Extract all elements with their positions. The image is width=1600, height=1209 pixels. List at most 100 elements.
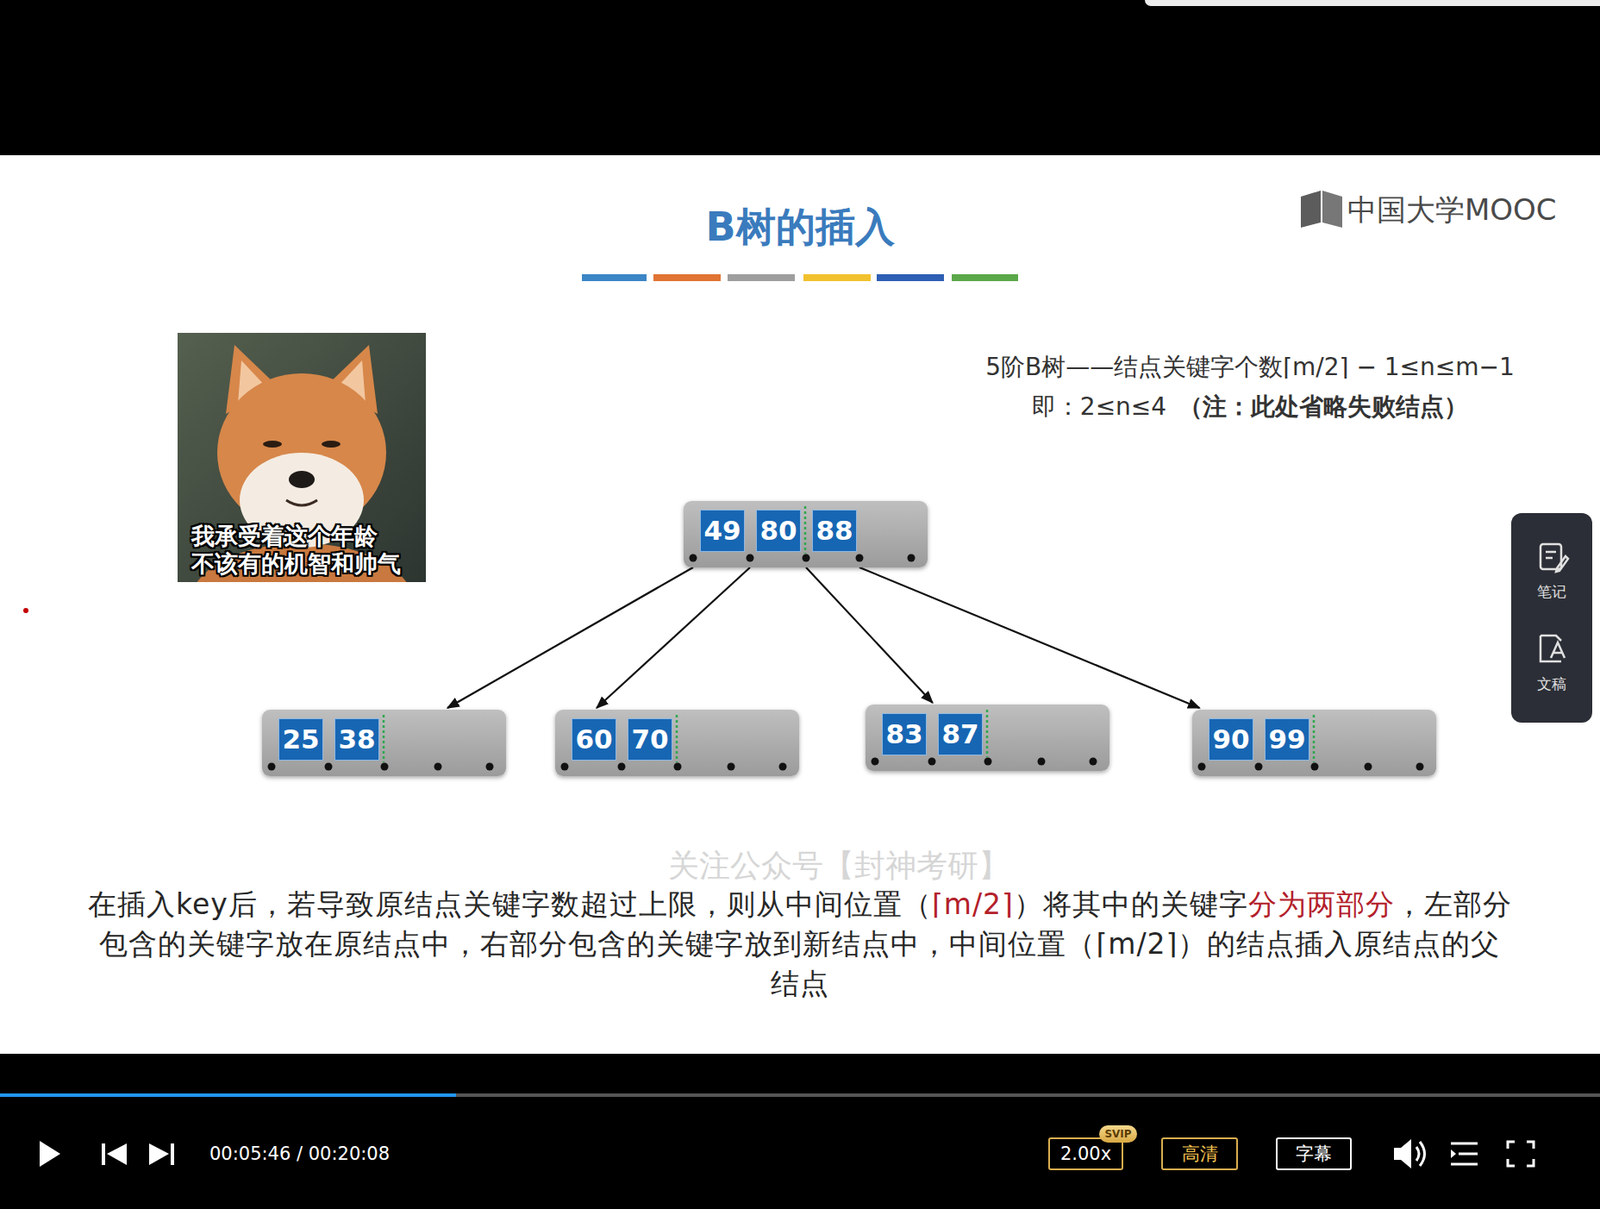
pointer-dot: [746, 554, 755, 563]
speaker: [1393, 1138, 1412, 1169]
watermark: 关注公众号【封神考研】: [668, 848, 1010, 883]
split-marker: [675, 714, 679, 763]
corner: [1507, 1141, 1515, 1149]
rule-line: 即：2≤n≤4（注：此处省略失败结点）: [913, 387, 1587, 427]
color-bar: [951, 274, 1019, 282]
key-cell: 87: [937, 712, 983, 756]
badge-text: SVIP: [1099, 1125, 1138, 1143]
rule-line: 5阶B树——结点关键字个数⌈m/2⌉ − 1≤n≤m−1: [913, 347, 1587, 388]
fullscreen-icon: [1507, 1141, 1534, 1166]
key-cell: 83: [881, 712, 927, 756]
list-line: [1458, 1152, 1478, 1156]
child-pointer-arrow: [596, 567, 750, 708]
btree-leaf-node: 6070: [555, 709, 800, 776]
split-marker: [986, 709, 989, 757]
key-cell: 99: [1264, 718, 1310, 761]
child-pointer-arrow: [806, 567, 933, 703]
pointer-dot: [1311, 762, 1319, 771]
pointer-dot: [1037, 757, 1046, 766]
key-cell: 25: [278, 718, 324, 761]
btree-leaf-node: 8387: [865, 704, 1110, 771]
pointer-dot: [381, 762, 389, 771]
top-overlay-strip: [1144, 0, 1600, 7]
icon-line: [1545, 550, 1557, 554]
meme-caption: 不该有的机智和帅气: [191, 550, 401, 578]
pointer-dot: [871, 757, 880, 766]
pointer-dot: [1089, 757, 1098, 766]
pointer-dot: [689, 554, 698, 563]
icon-pencil: [1556, 556, 1569, 572]
button-text: 2.00x: [1060, 1138, 1112, 1169]
note-icon: [1540, 543, 1569, 572]
panel-label: 文稿: [1511, 670, 1593, 697]
list-marker: [1450, 1149, 1457, 1158]
pointer-dot: [268, 762, 276, 771]
brand-logo-text: 中国大学MOOC: [1347, 191, 1557, 228]
meme-caption: 我承受着这个年龄: [191, 522, 378, 550]
logo-leaf: [1300, 190, 1321, 228]
color-bar: [581, 274, 647, 282]
brand-logo-icon: [1300, 190, 1343, 228]
pointer-dot: [802, 554, 811, 563]
explanation-paragraph: 在插入key后，若导致原结点关键字数超过上限，则从中间位置（⌈m/2⌉）将其中的…: [86, 884, 1514, 1004]
pointer-dot: [727, 762, 736, 771]
btree-root-node: 498088: [683, 500, 928, 568]
dog-eye: [262, 440, 282, 448]
icon-bar: [170, 1143, 175, 1165]
pointer-dot: [1198, 762, 1207, 771]
key-cell: 88: [812, 509, 857, 552]
corner: [1526, 1158, 1534, 1166]
playlist-icon: [1450, 1143, 1478, 1164]
pointer-dot: [434, 762, 443, 771]
rule-note: 5阶B树——结点关键字个数⌈m/2⌉ − 1≤n≤m−1即：2≤n≤4（注：此处…: [913, 347, 1587, 427]
pointer-dot: [907, 554, 916, 563]
pointer-dot: [1255, 762, 1263, 771]
key-cell: 80: [756, 509, 801, 552]
title-color-bars: [581, 274, 1019, 282]
btree-leaf-node: 2538: [262, 709, 507, 776]
color-bar: [803, 274, 871, 282]
quality-button: 高清: [1161, 1137, 1238, 1170]
pointer-dot: [856, 554, 864, 563]
key-cell: 70: [627, 718, 673, 761]
icon-glyph: [1550, 642, 1565, 658]
previous-icon: [101, 1143, 127, 1165]
child-pointer-arrow: [859, 567, 1200, 708]
split-marker: [804, 506, 807, 554]
pointer-dot: [1364, 762, 1373, 771]
pointer-dot: [928, 757, 937, 766]
meme-ground: [177, 332, 426, 582]
pointer-dot: [618, 762, 626, 771]
list-line: [1450, 1162, 1478, 1166]
key-cell: 38: [334, 718, 380, 761]
pointer-dot: [23, 607, 29, 613]
paragraph-highlight: ⌈m/2⌉: [931, 887, 1014, 921]
child-pointer-arrow: [447, 567, 694, 708]
paragraph-text: ）将其中的关键字: [1013, 887, 1249, 921]
dog-nose: [288, 470, 315, 488]
split-marker: [1312, 714, 1316, 763]
icon-triangle: [149, 1143, 169, 1165]
pointer-dot: [1416, 762, 1425, 771]
next-icon: [149, 1143, 175, 1165]
play-icon: [39, 1140, 61, 1167]
volume-icon: [1393, 1138, 1425, 1169]
time-display: 00:05:46 / 00:20:08: [209, 1142, 390, 1165]
svip-badge: SVIP: [1099, 1125, 1138, 1143]
corner: [1507, 1158, 1515, 1166]
button-text: 高清: [1181, 1138, 1219, 1169]
top-black-band: [0, 0, 1600, 156]
rule-text: 即：2≤n≤4: [1031, 392, 1167, 421]
btree-leaf-node: 9099: [1192, 709, 1437, 776]
split-marker: [382, 714, 386, 763]
dog-eye: [321, 440, 341, 448]
dog-mouth: [286, 500, 318, 506]
icon-bar: [101, 1143, 106, 1165]
button-text: 字幕: [1295, 1138, 1332, 1169]
progress-fill: [0, 1093, 457, 1097]
corner: [1526, 1141, 1534, 1149]
